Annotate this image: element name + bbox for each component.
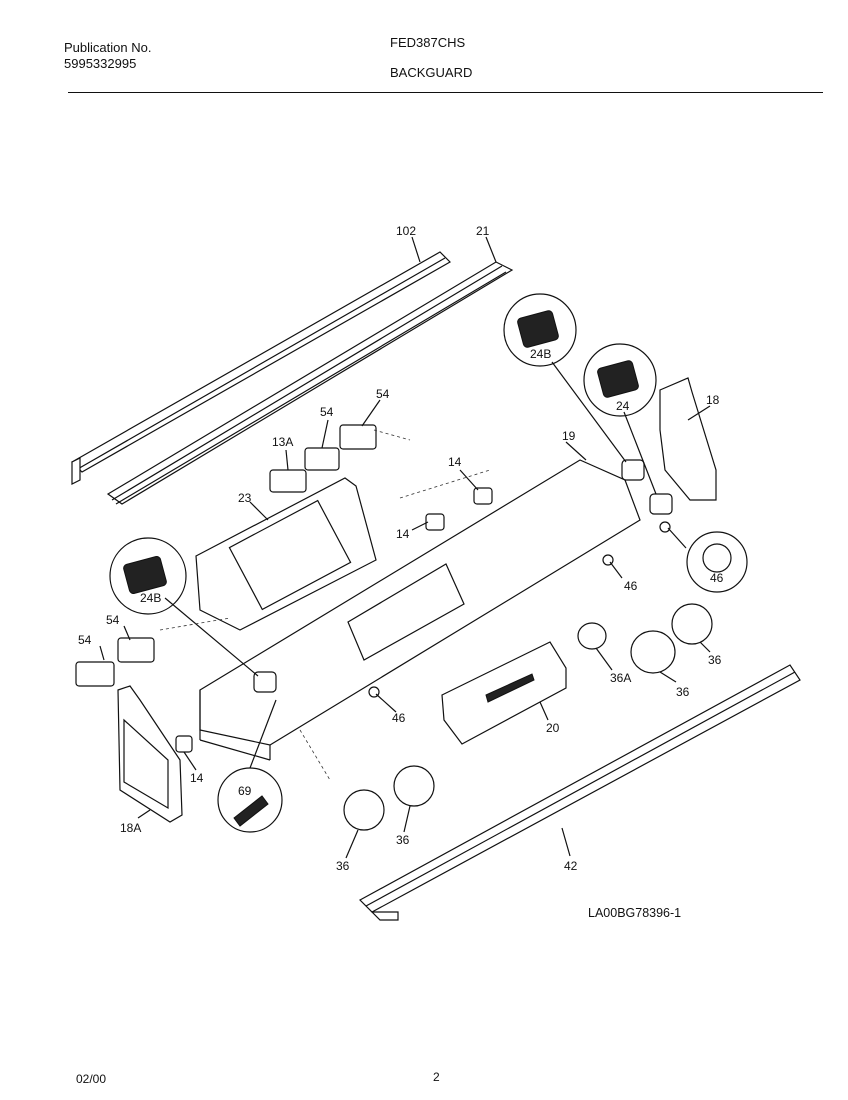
- part-23-bracket: [195, 477, 377, 631]
- callout-69: 69: [238, 784, 252, 798]
- callout-20: 20: [546, 721, 560, 735]
- callout-102: 102: [396, 224, 416, 238]
- part-18-end-cap: [659, 377, 717, 501]
- part-14-clip-a: [473, 487, 493, 505]
- part-54-switch-c: [75, 661, 115, 687]
- callout-14-c: 14: [190, 771, 204, 785]
- leader-lines: [99, 236, 711, 859]
- callout-54-c: 54: [106, 613, 120, 627]
- part-24B-left-on-panel: [253, 671, 277, 693]
- callout-46-c: 46: [392, 711, 406, 725]
- callout-24B-top: 24B: [530, 347, 551, 361]
- thermostat-24B-detail: [517, 310, 559, 348]
- callout-13A: 13A: [272, 435, 293, 449]
- callout-24: 24: [616, 399, 630, 413]
- callout-23: 23: [238, 491, 252, 505]
- thermostat-24B-left-detail: [123, 555, 167, 595]
- part-14-clip-b: [425, 513, 445, 531]
- header-rule: [68, 92, 823, 93]
- callout-21: 21: [476, 224, 490, 238]
- publication-label: Publication No.: [64, 40, 152, 55]
- detail-circle-69: [217, 767, 283, 833]
- part-19-main-panel: [199, 459, 641, 761]
- part-24B-on-panel: [621, 459, 645, 481]
- part-20-control-board: [441, 641, 567, 745]
- part-18A-end-cap: [117, 685, 183, 823]
- assembly-dash-lines: [159, 429, 491, 781]
- callout-36-a: 36: [676, 685, 690, 699]
- callout-36A: 36A: [610, 671, 631, 685]
- part-21-channel: [106, 261, 514, 505]
- callout-18: 18: [706, 393, 720, 407]
- callout-14-a: 14: [448, 455, 462, 469]
- callout-24B-left: 24B: [140, 591, 161, 605]
- part-14-clip-c: [175, 735, 193, 753]
- callout-42: 42: [564, 859, 578, 873]
- callout-36-d: 36: [396, 833, 410, 847]
- callout-36-b: 36: [708, 653, 722, 667]
- callout-19: 19: [562, 429, 576, 443]
- page-number: 2: [433, 1070, 440, 1084]
- lamp-socket-46-c: [659, 521, 671, 533]
- part-54-switch-d: [117, 637, 155, 663]
- screw-69-detail: [233, 795, 269, 827]
- drawing-reference-code: LA00BG78396-1: [588, 906, 682, 920]
- footer-date: 02/00: [76, 1072, 107, 1086]
- section-title: BACKGUARD: [390, 65, 473, 80]
- callout-18A: 18A: [120, 821, 141, 835]
- knob-36-d: [393, 765, 435, 807]
- callout-54-d: 54: [78, 633, 92, 647]
- part-54-switch-a: [304, 447, 340, 471]
- callout-54-a: 54: [376, 387, 390, 401]
- callout-46-b: 46: [710, 571, 724, 585]
- callout-46-a: 46: [624, 579, 638, 593]
- knob-36-a: [630, 630, 676, 674]
- part-102-trim-strip: [71, 251, 451, 485]
- thermostat-24-detail: [597, 360, 639, 398]
- knob-36-c: [343, 789, 385, 831]
- callout-14-b: 14: [396, 527, 410, 541]
- publication-number: 5995332995: [64, 56, 137, 71]
- part-54-switch-b: [339, 424, 377, 450]
- knob-36-b: [671, 603, 713, 645]
- model-number: FED387CHS: [390, 35, 466, 50]
- callout-36-c: 36: [336, 859, 350, 873]
- part-42-bottom-trim: [359, 664, 801, 921]
- part-24-on-panel: [649, 493, 673, 515]
- knob-36A: [577, 622, 607, 650]
- callout-54-b: 54: [320, 405, 334, 419]
- part-13A-switch: [269, 469, 307, 493]
- lamp-socket-46-detail: [702, 543, 732, 573]
